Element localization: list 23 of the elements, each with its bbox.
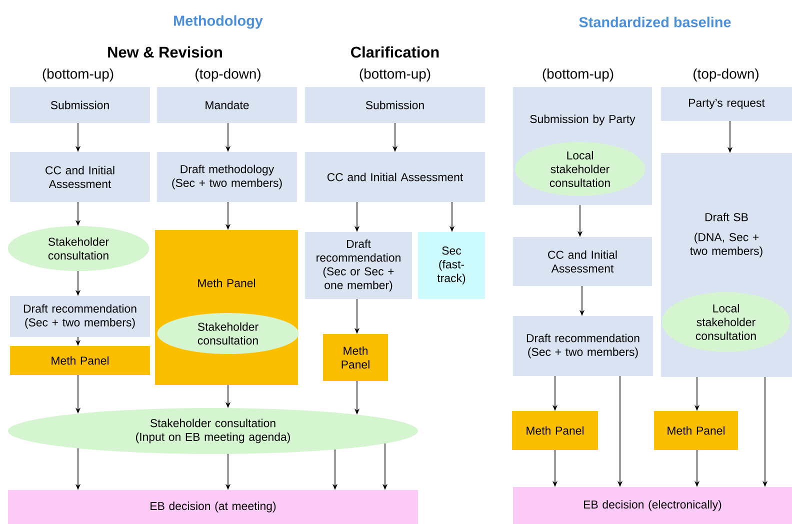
process-box: Submission bbox=[10, 87, 150, 123]
process-box: Party’s request bbox=[661, 87, 792, 121]
process-box: Meth Panel bbox=[10, 346, 150, 375]
process-box: Mandate bbox=[157, 87, 297, 123]
process-box: Draft recommendation (Sec + two members) bbox=[513, 316, 653, 376]
section-heading: Methodology bbox=[174, 15, 263, 29]
process-box: Meth Panel bbox=[323, 334, 388, 381]
column-heading: (bottom-up) bbox=[542, 68, 614, 82]
section-heading: Clarification bbox=[351, 46, 439, 58]
section-heading: New & Revision bbox=[108, 46, 222, 58]
process-box: Draft methodology (Sec + two members) bbox=[157, 152, 297, 202]
process-box: CC and Initial Assessment bbox=[513, 237, 652, 286]
process-box: Sec (fast-track) bbox=[418, 232, 485, 299]
process-box: Draft recommendation (Sec + two members) bbox=[10, 296, 150, 337]
process-box: EB decision (at meeting) bbox=[8, 490, 418, 524]
section-heading: Standardized baseline bbox=[579, 16, 731, 28]
process-box: EB decision (electronically) bbox=[513, 487, 792, 524]
process-box: CC and Initial Assessment bbox=[305, 152, 485, 202]
process-box: Meth Panel bbox=[654, 411, 738, 450]
process-box: Submission bbox=[305, 87, 485, 123]
process-box: CC and Initial Assessment bbox=[10, 152, 150, 202]
process-box: Meth Panel bbox=[512, 411, 598, 450]
process-box: Draft recommendation (Sec or Sec + one member) bbox=[305, 232, 412, 299]
